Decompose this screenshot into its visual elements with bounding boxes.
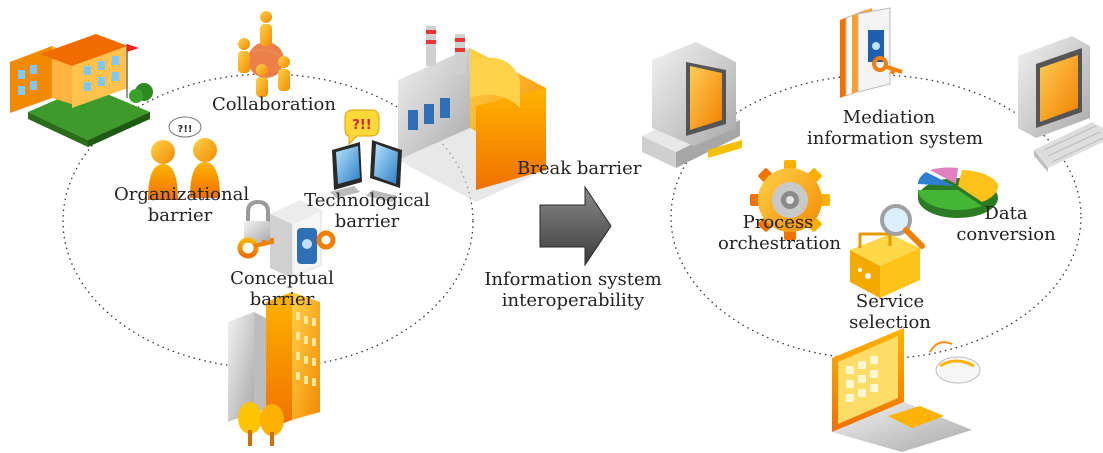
data-line1: Data [984,203,1028,224]
collaboration-label: Collaboration [212,94,336,115]
process-line2: orchestration [718,233,841,254]
tech-bubble-text: ?!! [352,118,371,133]
pie-chart-icon [918,167,999,218]
technological-barrier-line2: barrier [334,211,400,232]
interoperability-line1: Information system [484,269,662,290]
conceptual-lock-key-icon [237,199,336,278]
conceptual-barrier-label: Conceptual barrier [228,268,336,310]
interoperability-label: Information system interoperability [484,269,662,311]
data-line2: conversion [956,224,1056,245]
organizational-people-icon [148,116,220,200]
mediation-label: Mediation information system [807,107,983,149]
organizational-barrier-line1: Organizational [114,184,250,205]
city-buildings-icon [228,292,320,446]
service-line1: Service [855,291,925,312]
process-line1: Process [742,212,814,233]
document-key-icon [840,7,903,98]
mediation-line1: Mediation [842,107,936,128]
conceptual-barrier-line1: Conceptual [230,268,334,289]
organizational-barrier-line2: barrier [147,205,213,226]
collaboration-text: Collaboration [212,94,336,115]
service-selection-label: Service selection [840,291,940,333]
break-barrier-text: Break barrier [517,158,642,179]
conceptual-barrier-line2: barrier [249,289,315,310]
desktop-computer-icon [642,42,742,168]
technological-barrier-label: Technological barrier [304,190,430,232]
mediation-line2: information system [807,128,983,149]
service-line2: selection [849,312,931,333]
technological-computers-icon [330,109,402,202]
toolbox-magnifier-icon [850,204,925,298]
right-dotted-ellipse [670,74,1082,360]
org-bubble-text: ?!! [178,124,193,135]
laptop-mouse-icon [832,328,981,452]
gear-icon [750,160,830,240]
process-orchestration-label: Process orchestration [718,212,841,254]
monitor-keyboard-icon [1018,36,1103,172]
interoperability-line2: interoperability [501,290,645,311]
break-barrier-label: Break barrier [517,158,641,179]
data-conversion-label: Data conversion [954,203,1058,245]
school-building-icon [10,34,153,147]
right-arrow-icon [539,185,612,267]
left-dotted-ellipse [62,73,474,369]
collaboration-people-icon [238,11,290,97]
technological-barrier-line1: Technological [304,190,430,211]
factory-icon [398,26,546,202]
organizational-barrier-label: Organizational barrier [114,184,250,226]
